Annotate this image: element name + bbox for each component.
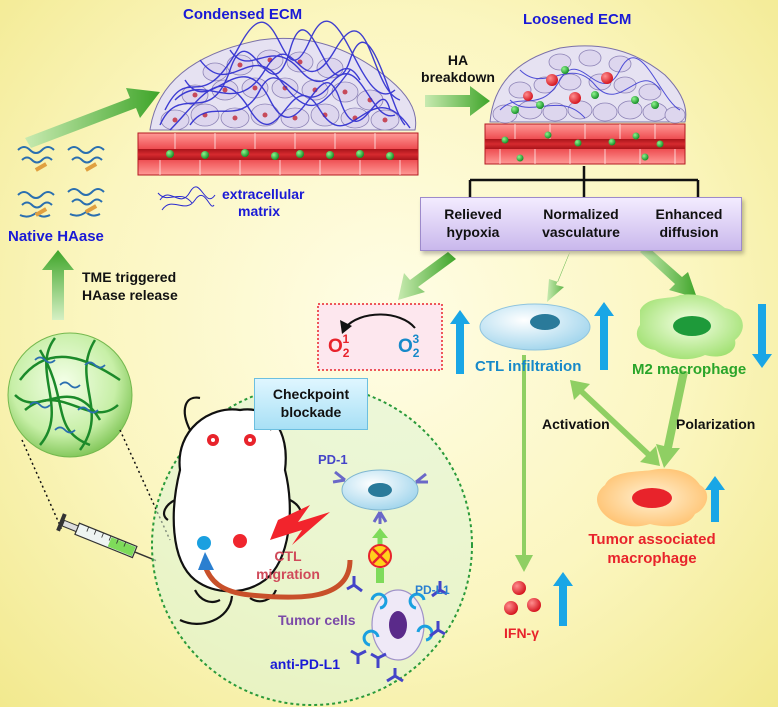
enhanced-diffusion-label: Enhanced diffusion (655, 206, 723, 240)
ctl-cell (479, 303, 591, 351)
up-arrow-ctl (594, 302, 614, 370)
condensed-ecm-tissue (149, 20, 417, 131)
t-cell-pd1 (332, 469, 428, 524)
ecm-legend-icon (157, 186, 216, 211)
ctl-migration-arrow (198, 552, 353, 600)
polarization-label: Polarization (676, 416, 756, 432)
checkpoint-blockade-label: Checkpoint blockade (272, 386, 350, 420)
bracket-connector (468, 166, 700, 197)
effects-box: Relieved hypoxia Normalized vasculature … (420, 197, 742, 251)
polarization-arrow (656, 370, 688, 468)
blocked-icon (368, 528, 392, 583)
arrow-to-m2 (640, 246, 697, 298)
normalized-vasculature-label: Normalized vasculature (542, 206, 620, 240)
pdl1-label: PD-L1 (415, 583, 450, 597)
loosened-ecm-tissue (489, 45, 687, 124)
tumor-cells-label: Tumor cells (278, 612, 356, 628)
checkpoint-blockade-box: Checkpoint blockade (254, 378, 368, 430)
condensed-blood-vessel (137, 132, 419, 176)
syringe-icon (56, 513, 157, 562)
activation-arrow (570, 380, 660, 466)
tumor-dot-red (233, 534, 247, 548)
arrow-tme-release (42, 250, 74, 320)
activation-label: Activation (542, 416, 610, 432)
up-arrow-ifn (553, 572, 573, 626)
pd1-label: PD-1 (318, 452, 348, 467)
pd-l1-receptors (362, 592, 434, 647)
loosened-blood-vessel (484, 123, 686, 165)
mouse-eyes (207, 434, 256, 446)
oxygen-singlet-label: O21 (328, 332, 350, 360)
tam-label: Tumor associated macrophage (588, 531, 716, 567)
m2-macrophage-cell (636, 294, 743, 360)
ifn-line (515, 355, 533, 572)
ctl-migration-label: CTL migration (256, 548, 320, 582)
tumor-dot-blue (197, 536, 211, 550)
lightning-icon (270, 505, 330, 545)
extracellular-matrix-label: extracellular matrix (222, 186, 305, 219)
tme-release-label: TME triggered HAase release (82, 269, 178, 303)
relieved-hypoxia-label: Relieved hypoxia (444, 206, 502, 240)
oxygen-triplet-label: O23 (398, 332, 420, 360)
up-arrow-oxygen (450, 310, 470, 374)
tam-cell (596, 468, 708, 527)
arrow-native-to-condensed (25, 88, 160, 148)
oxygen-conversion-arrow (340, 313, 416, 334)
anti-pdl1-legend-antibody (370, 652, 387, 668)
ifn-molecules (504, 581, 541, 615)
ctl-infiltration-label: CTL infiltration (475, 358, 582, 375)
m2-macrophage-label: M2 macrophage (632, 361, 747, 378)
tumor-cell (371, 589, 425, 661)
nanoparticle-icon (7, 332, 133, 458)
ha-breakdown-label: HA breakdown (421, 52, 495, 85)
anti-pdl1-label: anti-PD-L1 (270, 656, 340, 672)
arrow-to-ctl (547, 252, 570, 302)
antibody-icon (346, 576, 448, 683)
loosened-ecm-title: Loosened ECM (523, 11, 632, 28)
haase-protein-icon (17, 146, 105, 218)
ifn-gamma-label: IFN-γ (504, 625, 539, 641)
up-arrow-tam (705, 476, 725, 522)
arrow-ha-breakdown (425, 86, 490, 116)
down-arrow-m2 (752, 304, 772, 368)
condensed-ecm-title: Condensed ECM (183, 6, 303, 23)
native-haase-label: Native HAase (8, 228, 104, 245)
arrow-to-oxygen (398, 252, 456, 300)
